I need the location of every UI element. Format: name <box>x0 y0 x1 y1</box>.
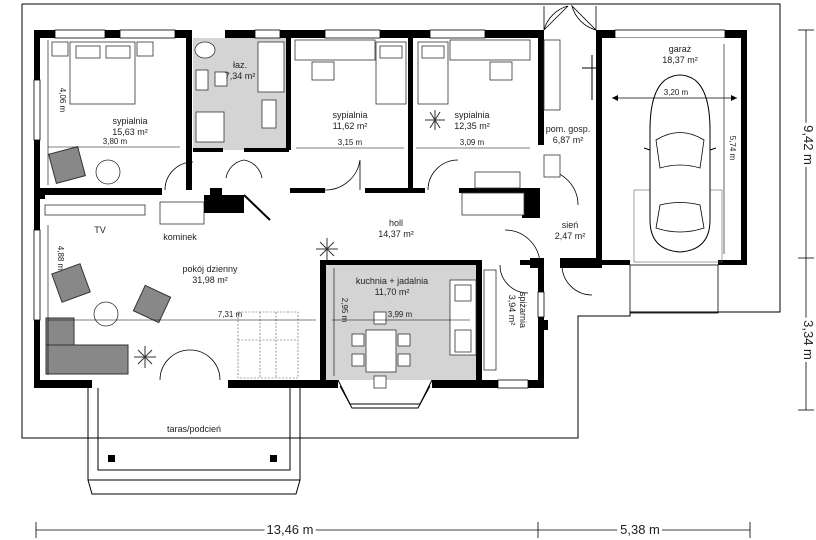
overall-dimension-labels: 13,46 m 5,38 m 9,42 m 3,34 m <box>264 122 816 540</box>
pokoj-dzienny-area: 31,98 m² <box>192 275 228 285</box>
garaz-area: 18,37 m² <box>662 55 698 65</box>
kuchnia-dim-w: 3,99 m <box>388 310 413 319</box>
plot-outline <box>21 3 781 439</box>
sypialnia-3-area: 12,35 m² <box>454 121 490 131</box>
taras-name: taras/podcień <box>167 424 221 434</box>
bed-single-icon-2 <box>417 39 531 105</box>
sypialnia-1-dim-w: 3,80 m <box>103 137 128 146</box>
sofa-icon <box>45 317 129 375</box>
kuchnia-name: kuchnia + jadalnia <box>356 276 428 286</box>
sypialnia-2-dim: 3,15 m <box>338 138 363 147</box>
sypialnia-2-name: sypialnia <box>332 110 367 120</box>
kuchnia-area: 11,70 m² <box>375 287 410 297</box>
plant-icon <box>134 110 445 368</box>
sypialnia-1-area: 15,63 m² <box>112 127 148 137</box>
sien-area: 2,47 m² <box>555 231 586 241</box>
sypialnia-1-name: sypialnia <box>112 116 147 126</box>
dim-bottom-right: 5,38 m <box>620 522 660 537</box>
armchair-icon <box>48 146 121 185</box>
holl-area: 14,37 m² <box>378 229 414 239</box>
pokoj-dzienny-dim-w: 7,31 m <box>218 310 243 319</box>
pom-gosp-name: pom. gosp. <box>546 124 591 134</box>
garaz-name: garaż <box>669 44 692 54</box>
garage <box>602 38 741 314</box>
bay-window <box>337 379 433 409</box>
bed-double-icon <box>51 41 154 105</box>
windows <box>33 29 726 389</box>
room-labels: sypialnia 15,63 m² 3,80 m 4,06 m łaz. 7,… <box>56 44 737 434</box>
spizarnia-name: spiżarnia <box>518 292 528 328</box>
garaz-dim-w: 3,20 m <box>664 88 689 97</box>
sien-name: sień <box>562 220 579 230</box>
sypialnia-3-name: sypialnia <box>454 110 489 120</box>
overall-dimension-lines <box>35 29 814 538</box>
kuchnia-dim-h: 2,95 m <box>340 298 349 323</box>
kominek-label: kominek <box>163 232 197 242</box>
room-dimension-lines <box>47 40 725 376</box>
spizarnia-area: 3,94 m² <box>507 295 517 326</box>
living-armchairs <box>51 263 172 327</box>
bed-single-icon <box>294 39 407 105</box>
dim-right-bottom: 3,34 m <box>801 320 816 360</box>
bathroom-fixtures <box>194 41 285 143</box>
dim-bottom-left: 13,46 m <box>267 522 314 537</box>
lazienka-name: łaz. <box>233 60 247 70</box>
hall-cabinets <box>461 171 525 216</box>
terrace <box>87 388 301 495</box>
dim-right-top: 9,42 m <box>801 125 816 165</box>
utility-room-fixtures <box>543 39 602 178</box>
pokoj-dzienny-name: pokój dzienny <box>182 264 238 274</box>
car-icon <box>643 74 717 253</box>
pantry-shelves <box>483 269 497 371</box>
pom-gosp-area: 6,87 m² <box>553 135 584 145</box>
stairs-icon <box>237 311 299 379</box>
holl-name: holl <box>389 218 403 228</box>
pokoj-dzienny-dim-h: 4,88 m <box>56 246 65 271</box>
inner-walls <box>40 30 544 380</box>
garaz-dim-h: 5,74 m <box>728 136 737 161</box>
sypialnia-1-dim-h: 4,06 m <box>58 88 67 113</box>
fireplace-icon <box>159 194 271 225</box>
kitchen-fixtures <box>351 279 477 389</box>
lazienka-area: 7,34 m² <box>225 71 256 81</box>
sypialnia-3-dim: 3,09 m <box>460 138 485 147</box>
tv-label: TV <box>94 225 106 235</box>
sypialnia-2-area: 11,62 m² <box>333 121 368 131</box>
tv-unit-icon <box>44 204 146 216</box>
